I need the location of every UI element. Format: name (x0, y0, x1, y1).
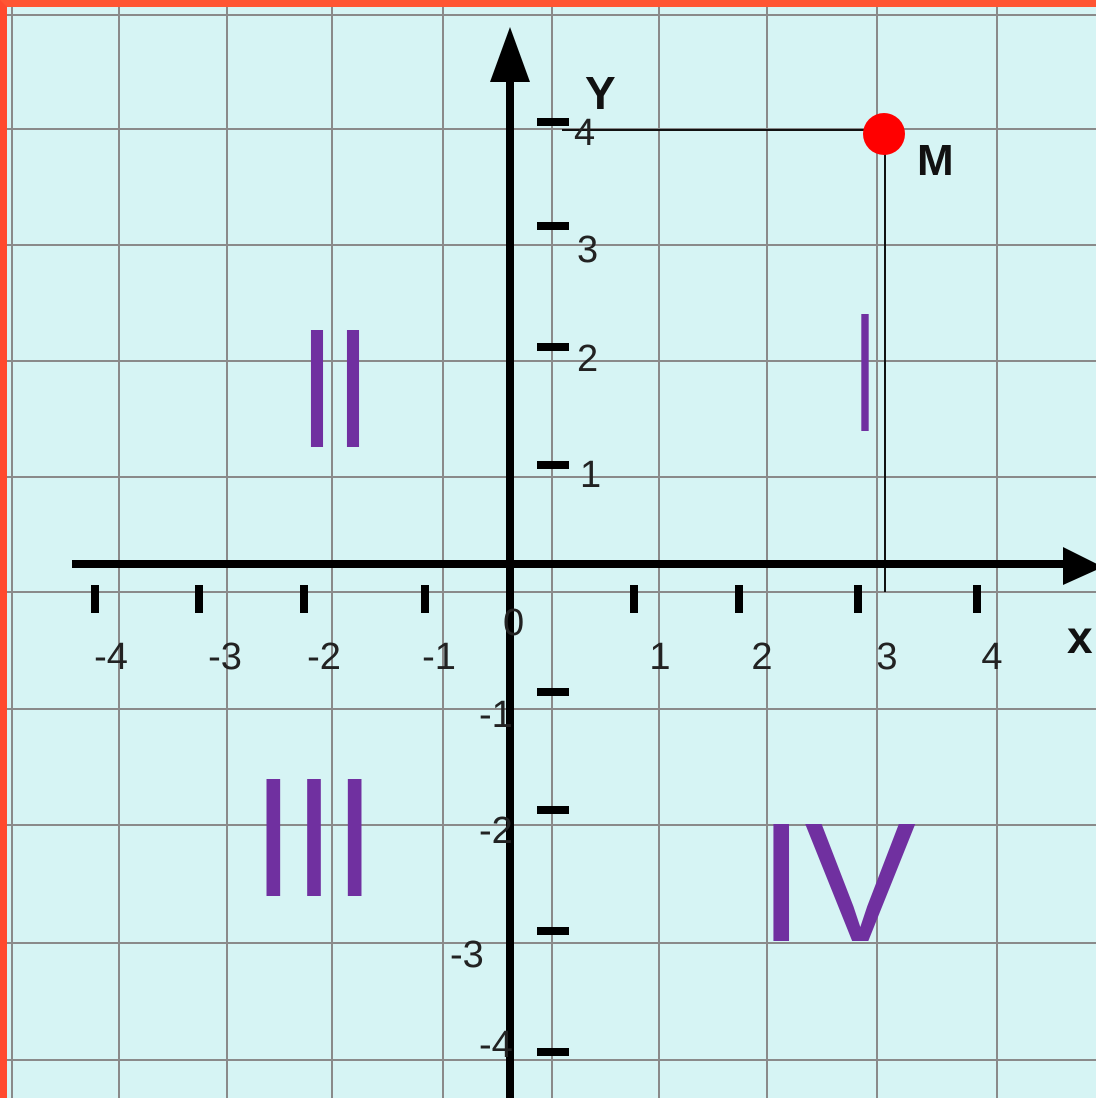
point-m-label: M (917, 136, 954, 185)
y-tick-label: -1 (479, 694, 513, 736)
point-guide-lines (562, 129, 886, 592)
y-tick-labels: 4 3 2 1 -1 -2 -3 -4 (450, 112, 601, 1066)
quadrant-i-label: I (854, 278, 876, 468)
coordinate-plane: -4 -3 -2 -1 1 2 3 4 4 3 2 1 -1 -2 -3 -4 … (7, 7, 1096, 1098)
y-tick-label: -3 (450, 934, 484, 976)
y-axis (490, 27, 530, 1098)
point-m-marker[interactable] (863, 113, 905, 155)
y-tick-marks (537, 118, 569, 1056)
y-tick-label: 2 (577, 338, 598, 380)
x-tick-label: -2 (307, 636, 341, 678)
quadrant-iii-label: III (253, 743, 375, 933)
y-tick-label: -2 (479, 810, 513, 852)
quadrant-iv-label: IV (758, 788, 916, 978)
x-tick-marks (91, 585, 981, 613)
y-tick-label: 3 (577, 229, 598, 271)
quadrant-ii-label: II (299, 294, 371, 484)
origin-label: 0 (503, 602, 524, 644)
x-tick-label: -4 (94, 636, 128, 678)
grid (7, 7, 1096, 1098)
x-axis (72, 547, 1096, 585)
y-axis-label: Y (585, 67, 616, 119)
x-tick-label: 1 (649, 636, 670, 678)
x-tick-label: -1 (422, 636, 456, 678)
x-tick-labels: -4 -3 -2 -1 1 2 3 4 (94, 636, 1002, 678)
x-tick-label: 3 (876, 636, 897, 678)
x-axis-label: x (1067, 611, 1093, 663)
y-tick-label: 4 (574, 112, 595, 154)
x-tick-label: 4 (981, 636, 1002, 678)
x-tick-label: -3 (208, 636, 242, 678)
y-tick-label: 1 (580, 454, 601, 496)
x-tick-label: 2 (751, 636, 772, 678)
y-tick-label: -4 (479, 1024, 513, 1066)
